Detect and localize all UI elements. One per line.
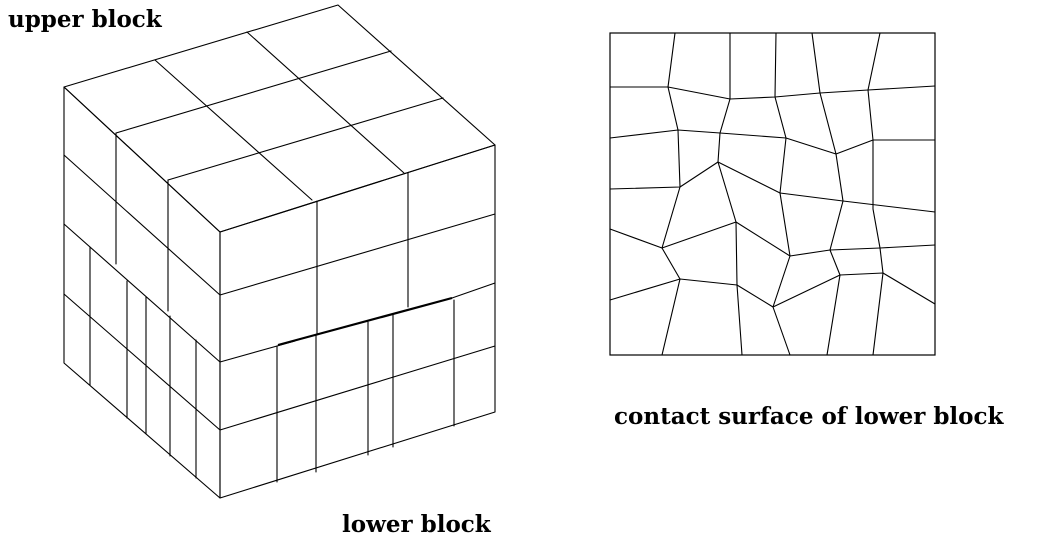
cube-top-face <box>63 4 496 233</box>
cube-front-face <box>219 144 496 499</box>
mesh-vertical-edges <box>661 32 884 356</box>
block-assembly-drawing <box>63 4 496 499</box>
cube-left-face <box>63 86 221 499</box>
contact-surface-mesh <box>609 32 936 356</box>
mesh-horizontal-edges <box>609 85 936 308</box>
contact-interface-line <box>277 296 453 347</box>
upper-block-label: upper block <box>8 6 163 33</box>
lower-block-label: lower block <box>342 511 492 538</box>
contact-surface-label: contact surface of lower block <box>614 403 1005 430</box>
